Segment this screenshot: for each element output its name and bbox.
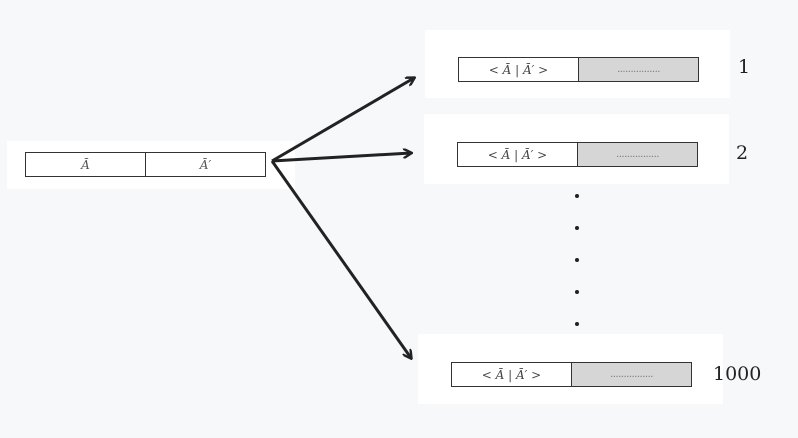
target-fill-2: ................ <box>577 143 697 166</box>
target-fill-1: ................ <box>578 58 698 81</box>
ellipsis-dot <box>575 194 579 198</box>
target-label-3: 1000 <box>713 363 762 385</box>
target-record-box-2: < Ā | Ā′ > ................ <box>457 142 698 167</box>
target-label-1: 1 <box>738 56 751 78</box>
arrow-to-target-1 <box>271 78 414 163</box>
target-record-box-3: < Ā | Ā′ > ................ <box>451 362 692 387</box>
arrow-to-target-3 <box>270 160 411 358</box>
source-cell-b: Ā′ <box>145 153 265 176</box>
target-label-2: 2 <box>736 142 749 164</box>
target-formula-1: < Ā | Ā′ > <box>488 62 549 77</box>
ellipsis-dot <box>575 290 579 294</box>
target-formula-3: < Ā | Ā′ > <box>481 367 542 382</box>
target-formula-2: < Ā | Ā′ > <box>487 147 548 162</box>
source-record-box: Ā Ā′ <box>25 152 266 177</box>
ellipsis-dot <box>575 322 579 326</box>
source-cell-a: Ā <box>81 157 90 172</box>
target-record-box-1: < Ā | Ā′ > ................ <box>458 57 699 82</box>
arrow-to-target-2 <box>271 153 411 163</box>
target-fill-3: ................ <box>571 363 691 386</box>
ellipsis-dot <box>575 226 579 230</box>
ellipsis-dot <box>575 258 579 262</box>
